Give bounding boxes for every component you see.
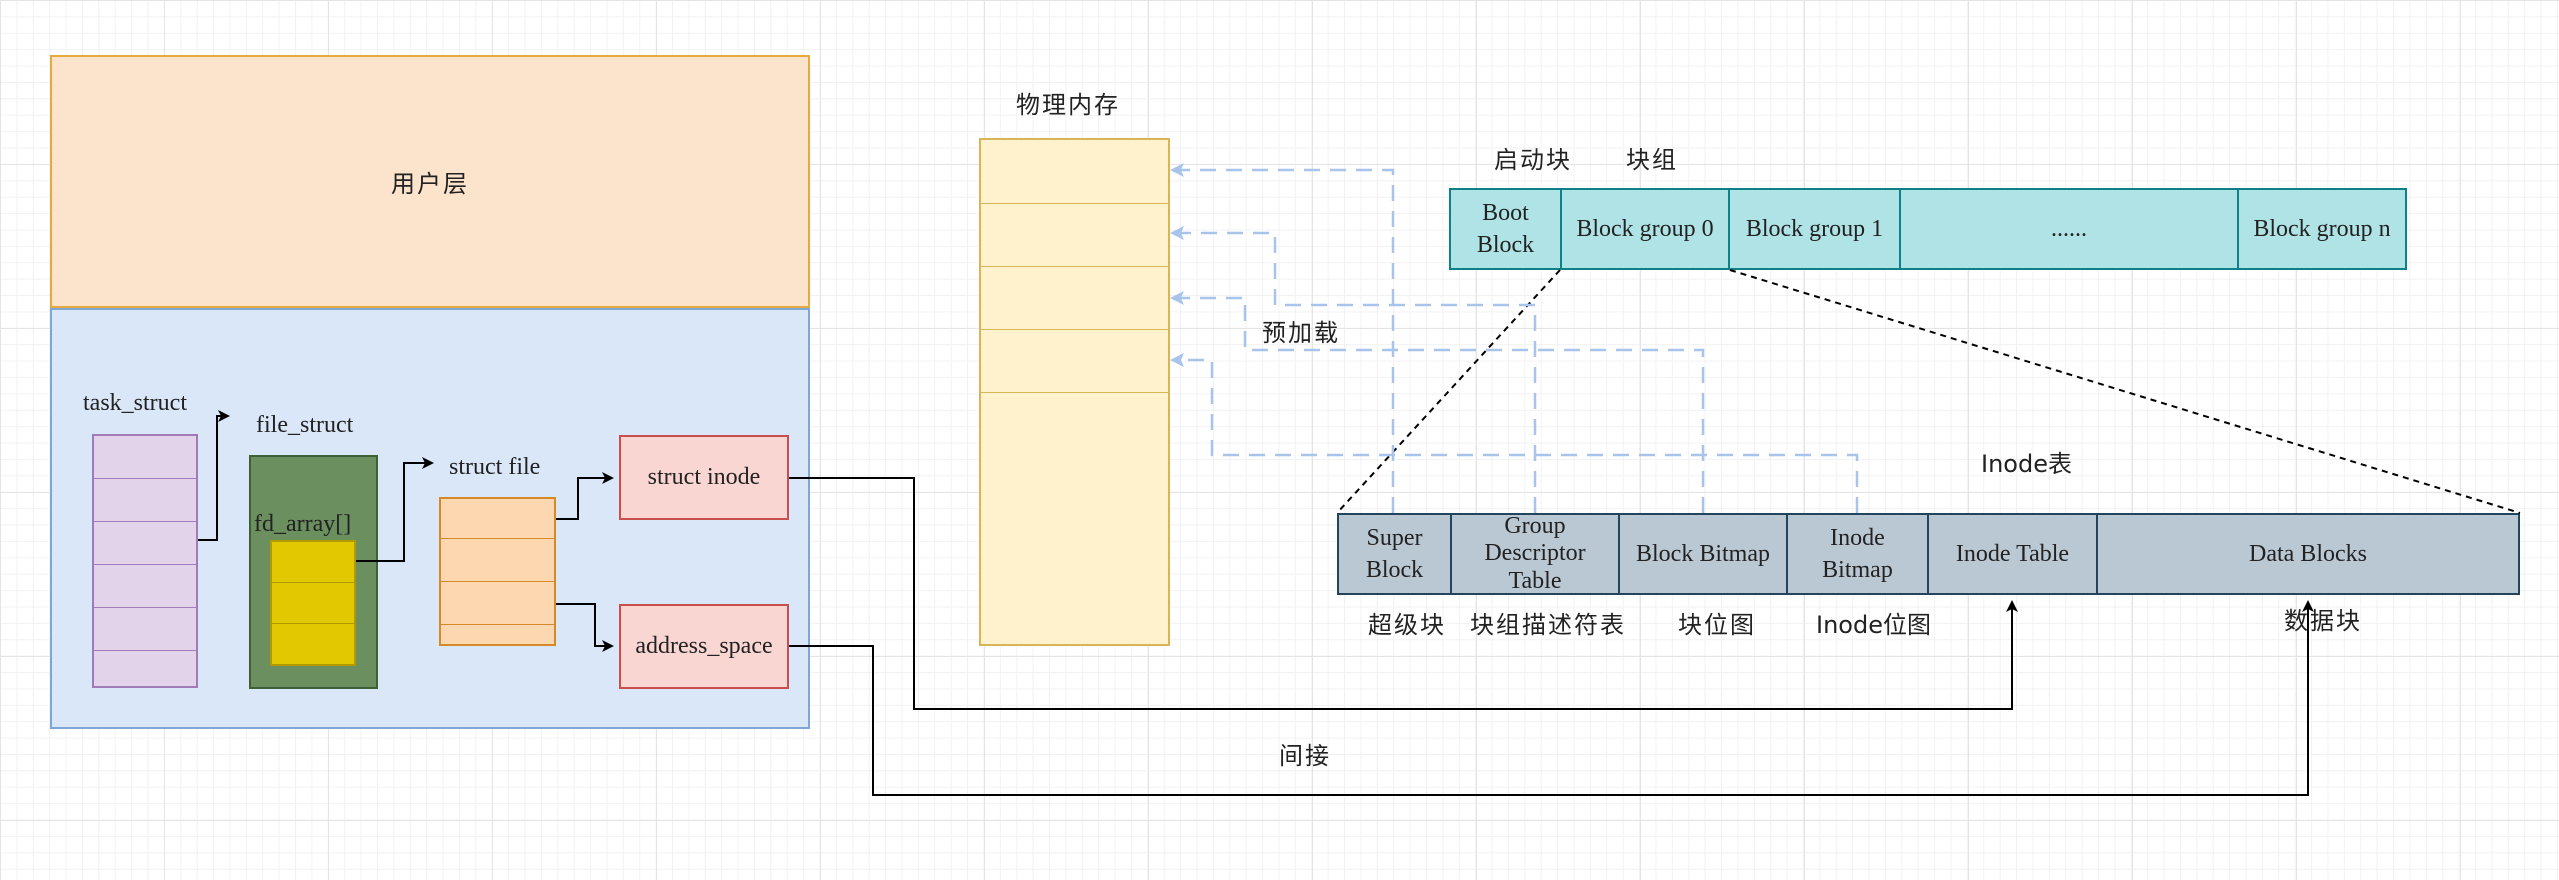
user-layer-label: 用户层 [391, 170, 469, 198]
struct-file-to-address-space-arrow [556, 603, 614, 652]
address-space-box: address_space [619, 604, 789, 689]
struct-inode-box: struct inode [619, 435, 789, 520]
struct-file-array [439, 497, 556, 646]
inode-table-caption: Inode表 [1981, 450, 2072, 478]
preload-arrow-super-block [1170, 163, 1395, 513]
group-descriptor-caption: 块组描述符表 [1470, 611, 1626, 639]
block-bitmap-caption: 块位图 [1678, 611, 1756, 639]
block-group-ellipsis-cell: ...... [1899, 188, 2239, 270]
block-group-0-label: Block group 0 [1576, 215, 1714, 242]
group-descriptor-cell: Group Descriptor Table [1450, 513, 1620, 595]
zoom-line-left [1336, 269, 1561, 514]
task-struct-array [92, 434, 198, 688]
struct-inode-label: struct inode [647, 464, 761, 490]
block-group-ellipsis-label: ...... [2051, 215, 2087, 242]
user-layer-box: 用户层 [50, 55, 810, 308]
physical-memory [979, 138, 1170, 646]
block-group-n-cell: Block group n [2237, 188, 2407, 270]
struct-file-label: struct file [449, 454, 541, 480]
data-blocks-label: Data Blocks [2249, 540, 2367, 567]
task-struct-label: task_struct [83, 390, 187, 416]
inode-table-label: Inode Table [1955, 540, 2070, 567]
super-block-label: Super Block [1365, 524, 1424, 583]
data-blocks-caption: 数据块 [2284, 607, 2362, 635]
inode-to-inode-table-arrow [789, 477, 2018, 710]
inode-bitmap-caption: Inode位图 [1816, 611, 1931, 639]
super-block-cell: Super Block [1337, 513, 1452, 595]
inode-bitmap-cell: Inode Bitmap [1786, 513, 1929, 595]
boot-block-label: Boot Block [1476, 199, 1535, 258]
inode-table-cell: Inode Table [1927, 513, 2098, 595]
file-struct-label: file_struct [256, 412, 354, 438]
block-bitmap-label: Block Bitmap [1636, 540, 1770, 567]
group-descriptor-label: Group Descriptor Table [1484, 512, 1586, 594]
inode-bitmap-label: Inode Bitmap [1822, 524, 1893, 583]
indirect-label: 间接 [1279, 742, 1331, 770]
zoom-line-right [1729, 269, 2521, 514]
super-block-caption: 超级块 [1368, 611, 1446, 639]
fd-array [270, 540, 356, 666]
struct-file-to-inode-arrow [556, 472, 614, 520]
block-group-n-label: Block group n [2253, 215, 2391, 242]
block-group-0-cell: Block group 0 [1560, 188, 1730, 270]
boot-block-caption: 启动块 [1494, 146, 1572, 174]
block-group-1-label: Block group 1 [1745, 215, 1884, 242]
preload-arrow-group-descriptor [1170, 226, 1537, 513]
fd-array-label: fd_array[] [254, 511, 352, 537]
block-bitmap-cell: Block Bitmap [1618, 513, 1788, 595]
task-to-file-struct-arrow [198, 410, 230, 541]
preload-arrow-block-bitmap [1170, 291, 1705, 513]
address-space-label: address_space [635, 633, 773, 659]
data-blocks-cell: Data Blocks [2096, 513, 2520, 595]
preload-label: 预加载 [1262, 319, 1340, 347]
boot-block-cell: Boot Block [1449, 188, 1562, 270]
fd-to-struct-file-arrow [356, 457, 434, 562]
preload-arrow-inode-bitmap [1170, 353, 1859, 513]
physical-memory-title: 物理内存 [1016, 91, 1120, 119]
address-space-to-data-blocks-arrow [789, 600, 2314, 796]
block-group-1-cell: Block group 1 [1728, 188, 1901, 270]
block-group-caption: 块组 [1626, 146, 1678, 174]
